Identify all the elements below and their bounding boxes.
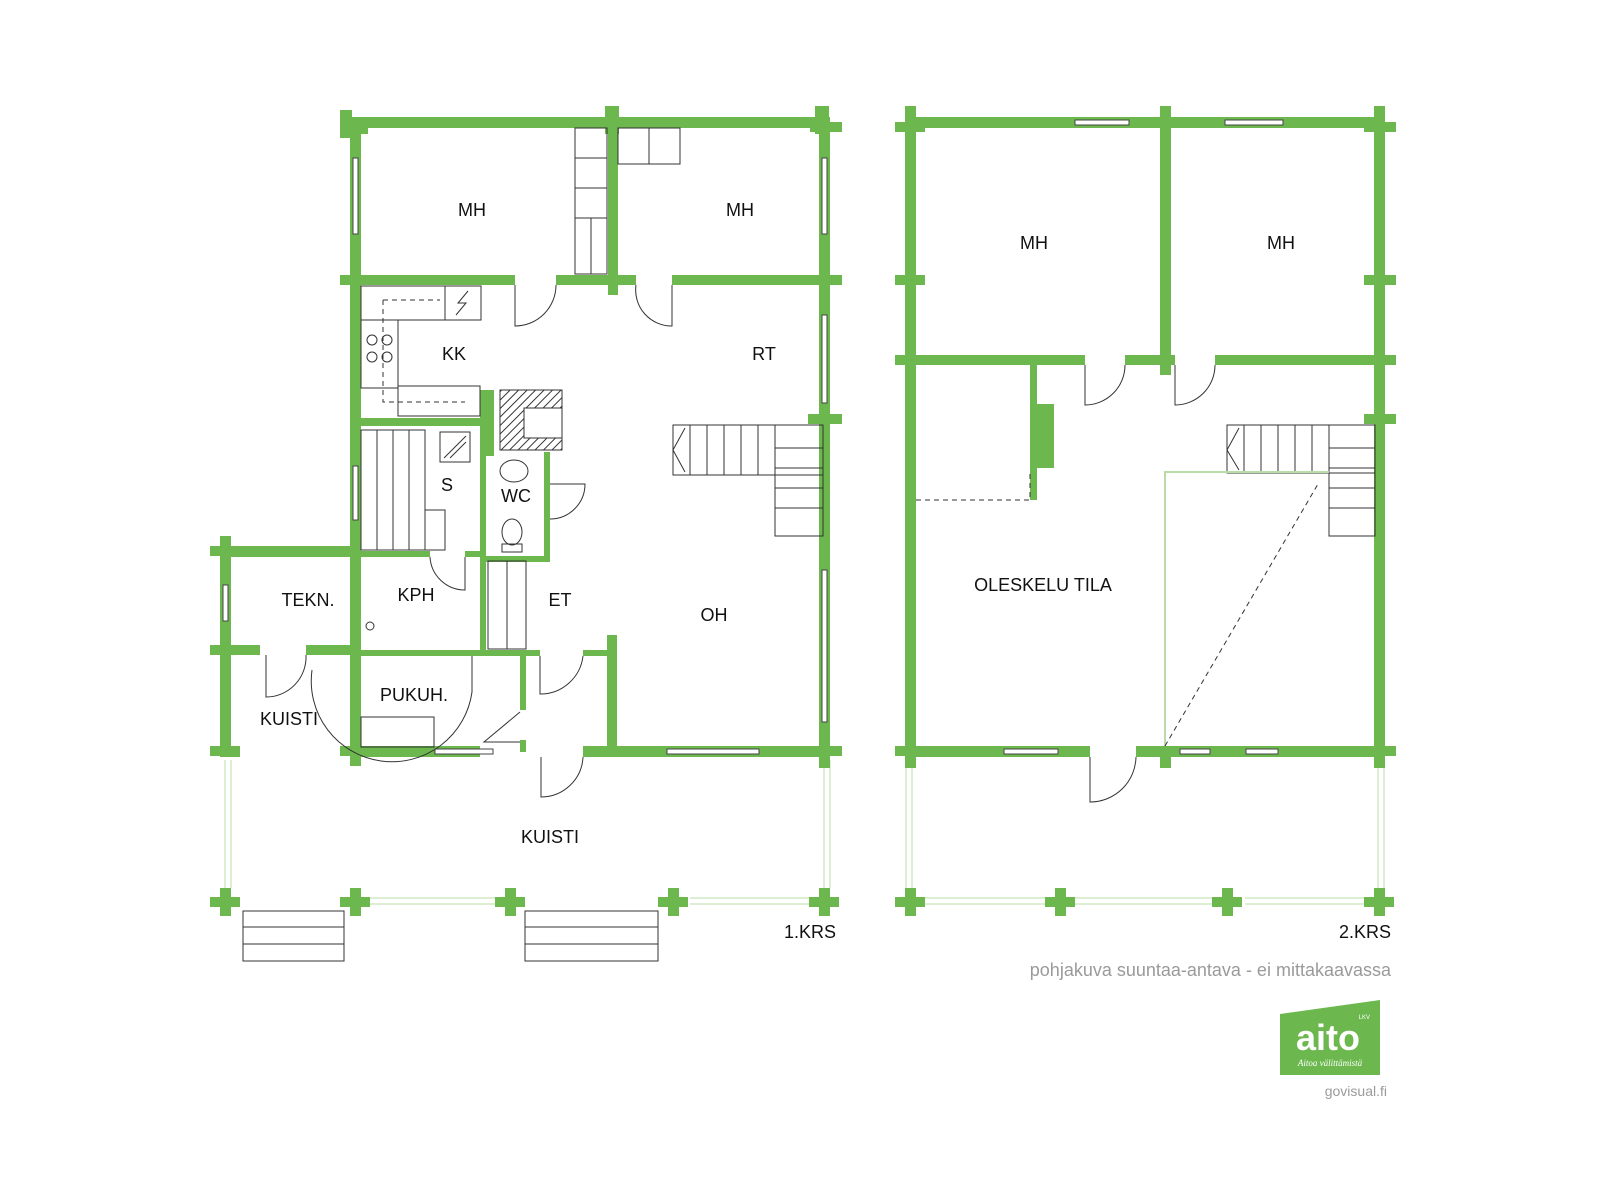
room-label-s: S bbox=[441, 475, 453, 495]
room-label-mh: MH bbox=[1020, 233, 1048, 253]
room-label-oleskelu-tila: OLESKELU TILA bbox=[974, 575, 1112, 595]
floor-1-walls bbox=[210, 106, 842, 916]
floor-1-labels: MH MH KK RT S WC TEKN. KPH ET OH PUKUH. … bbox=[260, 200, 836, 942]
logo-text: aito bbox=[1296, 1017, 1360, 1058]
room-label-tekn: TEKN. bbox=[281, 590, 334, 610]
logo-tagline: Aitoa välittämistä bbox=[1297, 1058, 1363, 1068]
floor-label-2: 2.KRS bbox=[1339, 922, 1391, 942]
porch-railings bbox=[224, 760, 831, 905]
floor-1-fixtures bbox=[242, 127, 824, 962]
room-label-mh: MH bbox=[1267, 233, 1295, 253]
floor-2-doors bbox=[1084, 364, 1216, 803]
room-label-rt: RT bbox=[752, 344, 776, 364]
porch-railings bbox=[905, 760, 1385, 905]
floor-label-1: 1.KRS bbox=[784, 922, 836, 942]
room-label-kph: KPH bbox=[397, 585, 434, 605]
floor-2-windows bbox=[1003, 119, 1284, 755]
floor-2-walls bbox=[895, 106, 1396, 916]
floor-2-plan: MH MH OLESKELU TILA 2.KRS bbox=[895, 106, 1396, 942]
room-label-mh: MH bbox=[458, 200, 486, 220]
floor-1-windows bbox=[222, 157, 828, 755]
credit-text: govisual.fi bbox=[1325, 1083, 1387, 1099]
room-label-pukuh: PUKUH. bbox=[380, 685, 448, 705]
floor-2-fixtures bbox=[916, 424, 1376, 747]
room-label-wc: WC bbox=[501, 486, 531, 506]
scale-disclaimer: pohjakuva suuntaa-antava - ei mittakaava… bbox=[1030, 960, 1392, 980]
floor-1-plan: MH MH KK RT S WC TEKN. KPH ET OH PUKUH. … bbox=[210, 106, 842, 962]
room-label-et: ET bbox=[548, 590, 571, 610]
room-label-mh: MH bbox=[726, 200, 754, 220]
floor-2-labels: MH MH OLESKELU TILA 2.KRS bbox=[974, 233, 1391, 942]
room-label-oh: OH bbox=[701, 605, 728, 625]
floor-1-doors bbox=[265, 284, 673, 798]
aito-logo: aito LKV Aitoa välittämistä bbox=[1280, 1000, 1380, 1075]
logo-small-text: LKV bbox=[1359, 1015, 1370, 1021]
room-label-kuisti: KUISTI bbox=[521, 827, 579, 847]
room-label-kuisti: KUISTI bbox=[260, 709, 318, 729]
room-label-kk: KK bbox=[442, 344, 466, 364]
